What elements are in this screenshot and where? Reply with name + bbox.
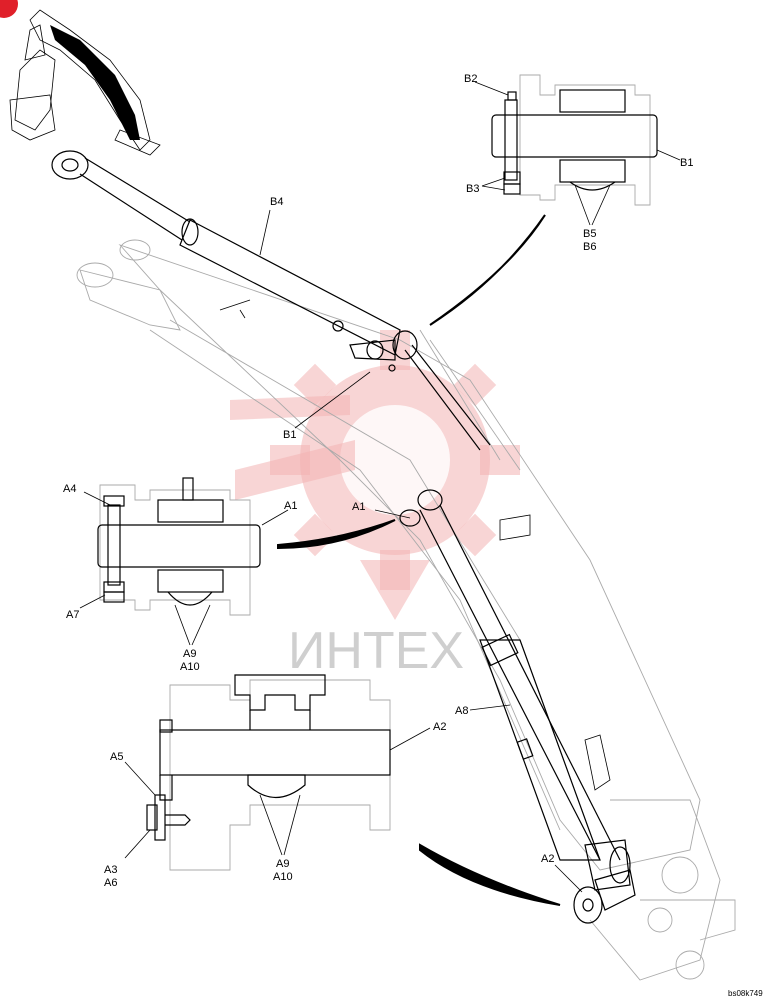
label-b2: B2 [464, 73, 477, 85]
label-a9-bottom: A9 [276, 858, 289, 870]
watermark-text: ИНТЕХ [288, 622, 464, 680]
label-a7: A7 [66, 609, 79, 621]
label-a1-detail: A1 [284, 500, 297, 512]
label-b6: B6 [583, 241, 596, 253]
label-a1-main: A1 [352, 501, 365, 513]
leader-wedge-b [429, 214, 546, 326]
label-a8: A8 [455, 705, 468, 717]
label-b1-detail: B1 [680, 157, 693, 169]
label-a3: A3 [104, 864, 117, 876]
label-a6: A6 [104, 877, 117, 889]
boom-cylinder-b4 [51, 150, 491, 451]
label-b5: B5 [583, 228, 596, 240]
label-a10-top: A10 [180, 661, 200, 673]
reference-code: bs08k749 [728, 989, 763, 998]
label-b1-main: B1 [283, 429, 296, 441]
excavator-thumbnail [9, 9, 161, 156]
leader-wedge-a1 [277, 519, 396, 550]
label-a5: A5 [110, 751, 123, 763]
leader-wedge-a2 [419, 843, 561, 906]
label-b3: B3 [466, 183, 479, 195]
detail-a2 [146, 674, 391, 871]
leader-lines [79, 81, 681, 893]
arm-cylinder-a8 [399, 489, 636, 924]
corner-badge [0, 0, 18, 18]
label-a10-bottom: A10 [273, 871, 293, 883]
label-a2-main: A2 [541, 853, 554, 865]
label-b4: B4 [270, 196, 283, 208]
detail-b [491, 74, 658, 206]
label-a2-detail: A2 [433, 721, 446, 733]
label-a4: A4 [63, 483, 76, 495]
detail-a1 [97, 477, 261, 616]
part-labels: B2 B1 B3 B5 B6 B4 B1 A4 A1 A1 A7 A9 A10 … [63, 73, 763, 998]
watermark-logo [230, 330, 520, 620]
label-a9-top: A9 [183, 648, 196, 660]
